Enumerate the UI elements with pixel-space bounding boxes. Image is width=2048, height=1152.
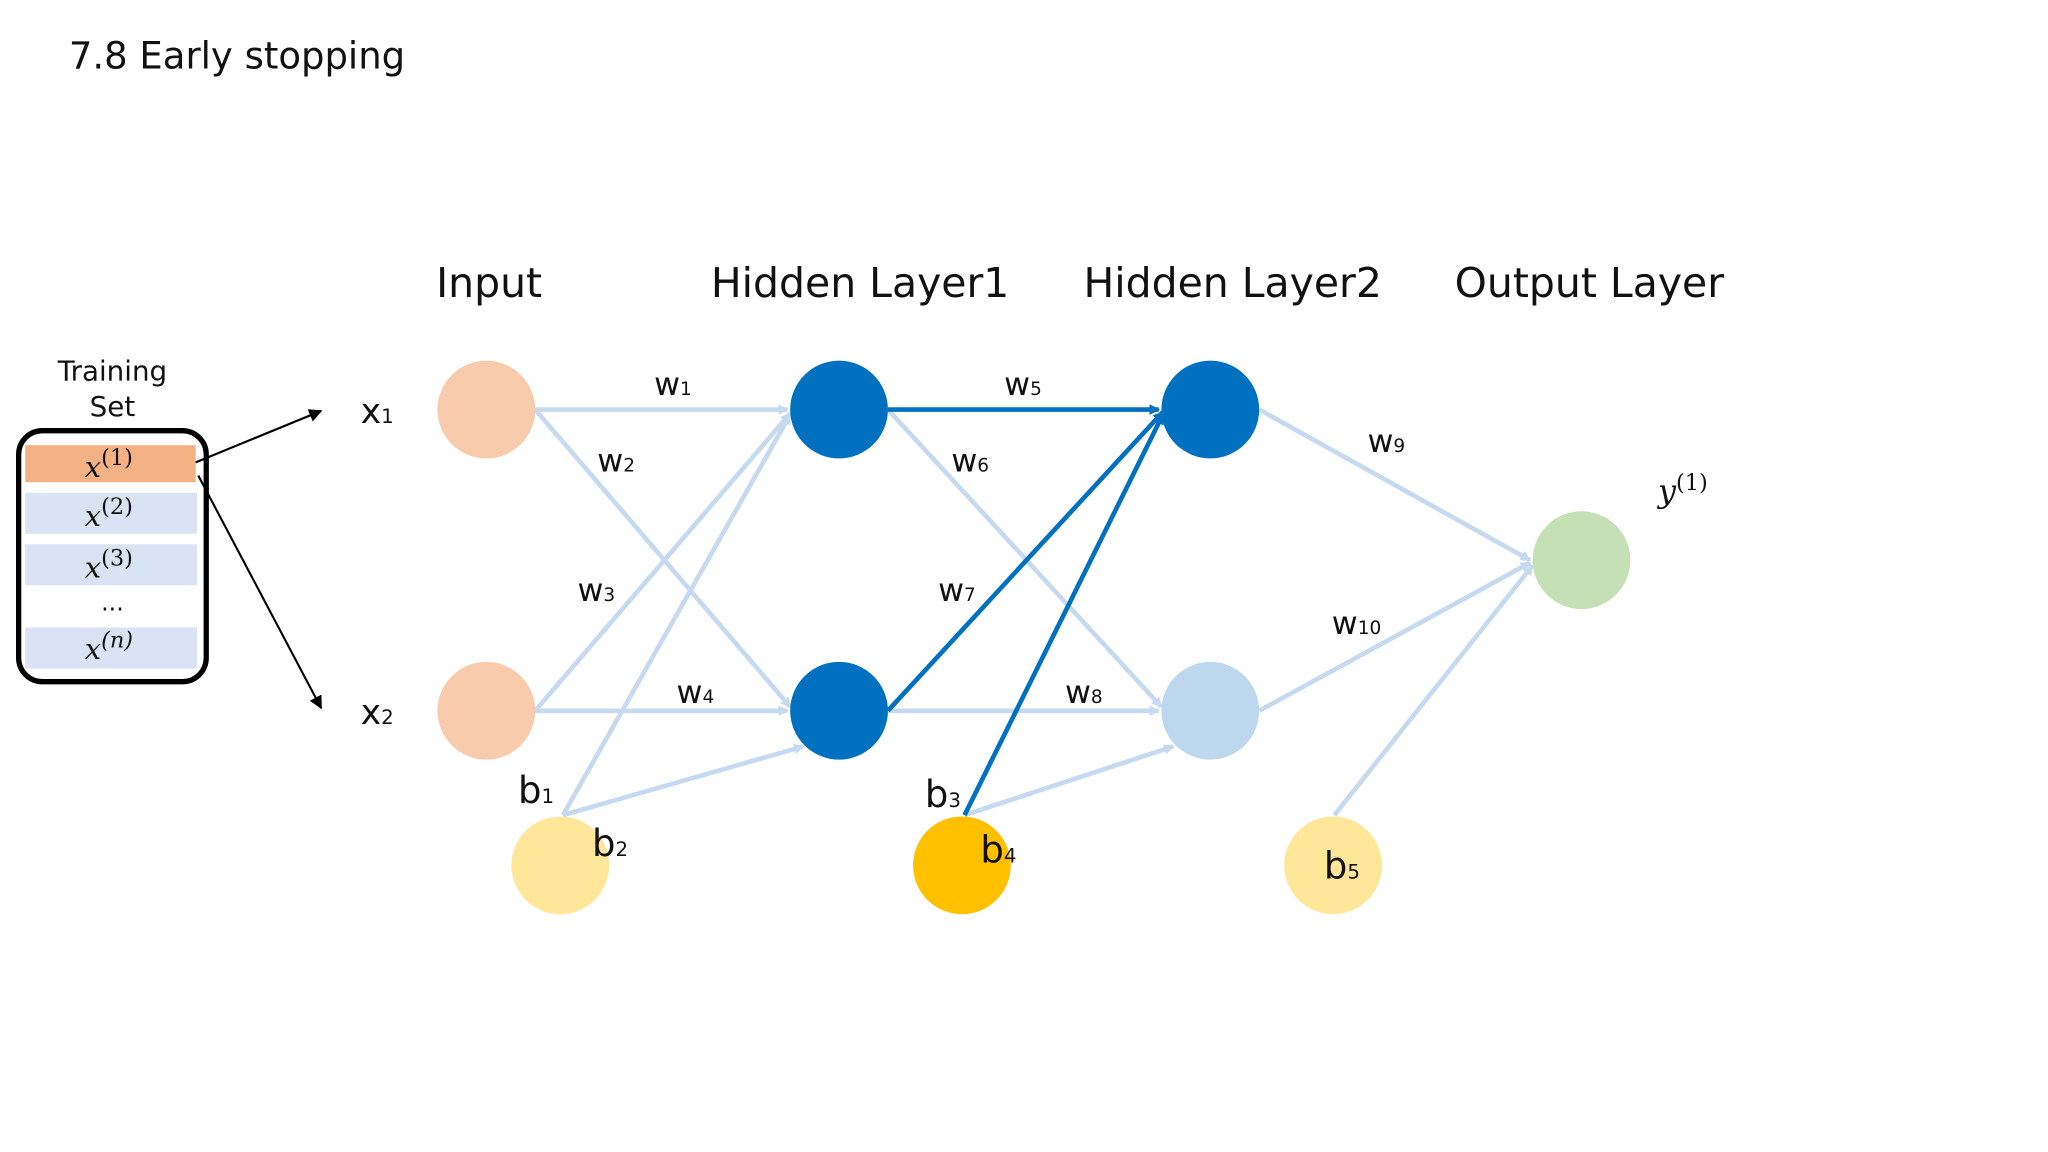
layer-label-input: Input [436, 259, 542, 307]
hidden1-node-2 [790, 661, 888, 760]
row-label-2: x(2) [85, 494, 133, 533]
input-label-x2: x2 [361, 693, 394, 733]
training-set-label-2: Set [90, 390, 136, 423]
bias-node-1 [511, 816, 610, 915]
label-w6: w6 [951, 444, 989, 480]
edges-active [886, 404, 1165, 817]
edge-b3 [963, 744, 1175, 818]
edge-b1 [560, 413, 793, 817]
label-w7: w7 [938, 573, 976, 609]
label-w1: w1 [654, 367, 692, 403]
label-b5: b5 [1324, 845, 1360, 888]
training-set-box [15, 428, 209, 685]
output-node [1532, 511, 1631, 610]
edge-b2 [562, 743, 805, 818]
training-row-3 [25, 544, 197, 586]
row-label-3: x(3) [85, 545, 133, 584]
input-node-x2 [437, 661, 536, 760]
label-w10: w10 [1332, 606, 1381, 642]
row-ellipsis: ... [101, 588, 124, 616]
training-row-1 [25, 445, 196, 483]
edge-w3 [533, 411, 792, 713]
bias-node-3 [1284, 816, 1383, 915]
training-set: Training Set x(1) x(2) x(3) ... x(n) [15, 354, 323, 710]
hidden2-node-2 [1161, 661, 1260, 760]
weight-labels: w1 w2 w3 w4 w5 w6 w7 w8 w9 w10 [577, 367, 1405, 711]
label-w2: w2 [597, 444, 635, 480]
layer-label-hidden1: Hidden Layer1 [711, 259, 1009, 307]
training-set-label: Training [57, 354, 167, 387]
training-row-n [25, 627, 197, 669]
output-label: y(1) [1656, 470, 1708, 510]
page-title: 7.8 Early stopping [69, 35, 405, 78]
edge-b4 [962, 413, 1165, 817]
edge-w6 [886, 407, 1164, 709]
row-label-n: x(n) [85, 627, 133, 666]
hidden2-node-1 [1161, 360, 1260, 459]
arrow-to-x1 [195, 409, 323, 464]
label-w3: w3 [577, 573, 615, 609]
label-w5: w5 [1004, 367, 1042, 403]
label-w9: w9 [1367, 424, 1405, 460]
hidden1-node-1 [790, 360, 888, 459]
label-b1: b1 [518, 769, 554, 812]
label-w8: w8 [1065, 675, 1103, 711]
input-label-x1: x1 [361, 392, 394, 432]
edge-w9 [1258, 407, 1532, 563]
label-w4: w4 [677, 675, 715, 711]
edge-w7 [886, 410, 1165, 713]
label-b3: b3 [925, 773, 961, 816]
edges-light [533, 404, 1535, 818]
bias-node-2 [913, 816, 1011, 915]
row-label-1: x(1) [85, 445, 133, 484]
input-node-x1 [437, 360, 536, 459]
edge-w2 [533, 408, 792, 709]
training-row-2 [25, 492, 197, 534]
edge-w10 [1258, 560, 1532, 713]
layer-label-output: Output Layer [1455, 259, 1725, 307]
layer-label-hidden2: Hidden Layer2 [1083, 259, 1381, 307]
label-b4: b4 [980, 829, 1016, 872]
label-b2: b2 [592, 822, 628, 865]
edge-b5 [1332, 563, 1535, 817]
arrow-to-x2 [197, 475, 323, 710]
